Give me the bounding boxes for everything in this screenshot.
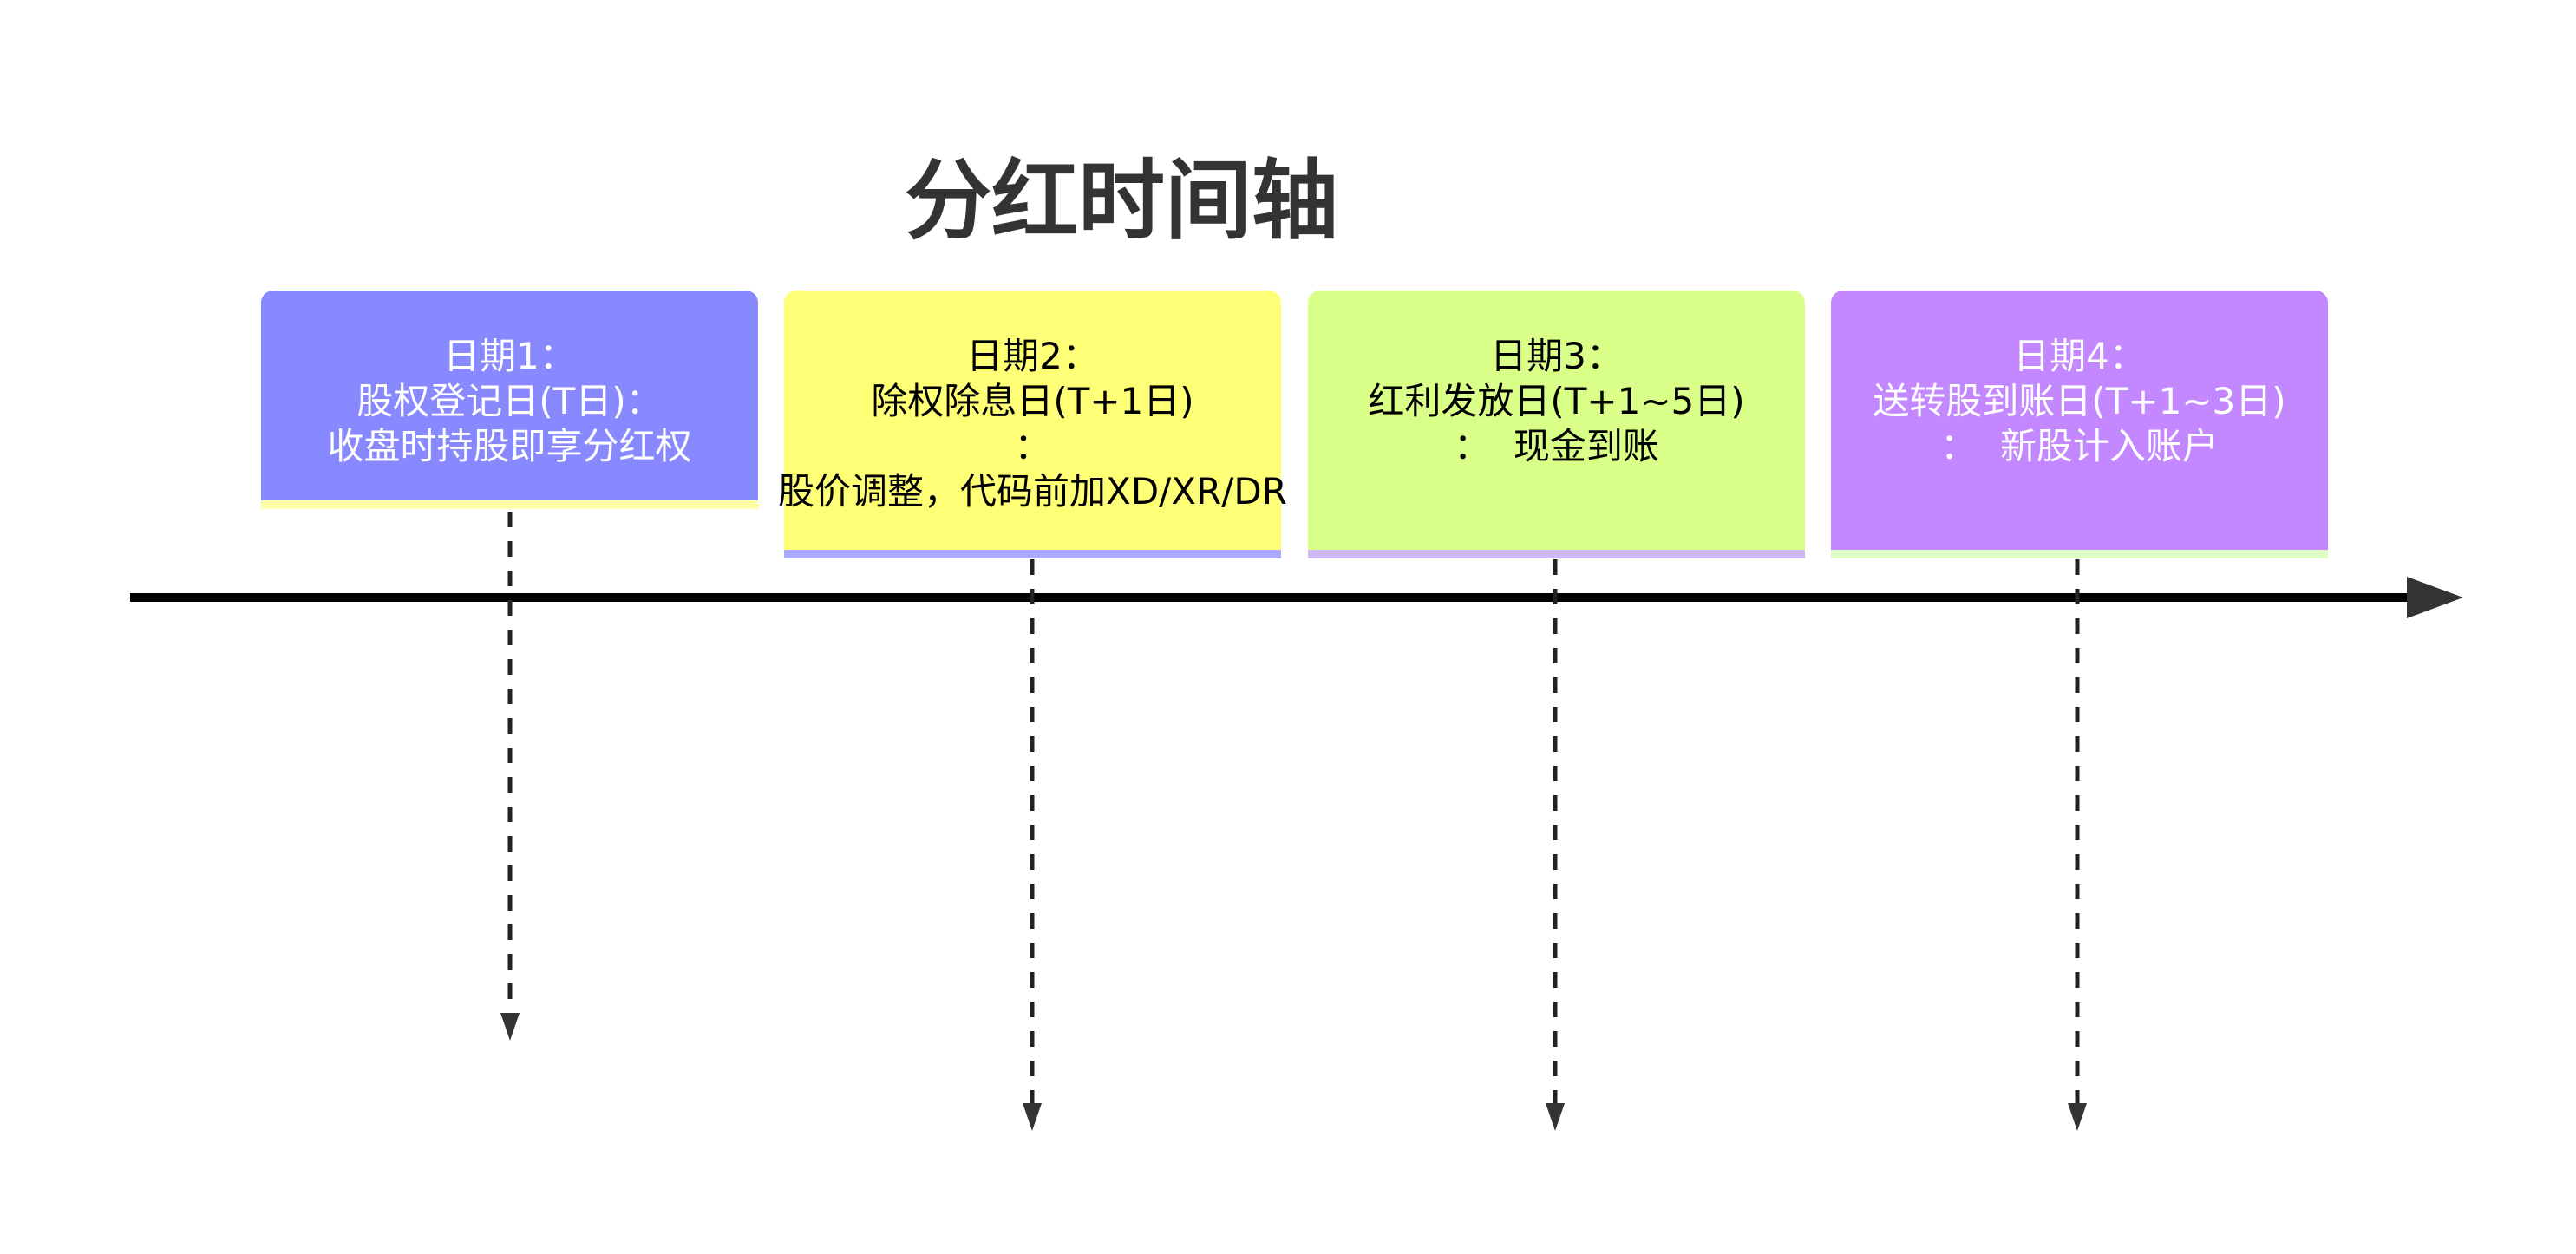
event-card-4-strip [1831,550,2328,558]
event-card-3: 日期3： 红利发放日(T+1~5日) ： 现金到账 [1308,291,1805,558]
event-card-1: 日期1： 股权登记日(T日)： 收盘时持股即享分红权 [261,291,758,509]
event-1-arrow-icon [500,1013,520,1041]
event-4-arrow-icon [2068,1103,2087,1131]
event-card-2: 日期2： 除权除息日(T+1日) ： 股价调整，代码前加XD/XR/DR [778,291,1287,558]
event-card-1-text: 日期1： 股权登记日(T日)： 收盘时持股即享分红权 [327,335,692,467]
page-title: 分红时间轴 [905,150,1338,251]
event-card-4: 日期4： 送转股到账日(T+1~3日) ： 新股计入账户 [1831,291,2328,558]
event-3-arrow-icon [1546,1103,1565,1131]
event-card-3-text: 日期3： 红利发放日(T+1~5日) ： 现金到账 [1368,335,1745,467]
event-card-2-text: 日期2： 除权除息日(T+1日) ： 股价调整，代码前加XD/XR/DR [778,335,1287,513]
event-card-4-text: 日期4： 送转股到账日(T+1~3日) ： 新股计入账户 [1873,335,2286,467]
event-card-3-strip [1308,550,1805,558]
event-card-1-strip [261,500,758,509]
event-card-2-strip [784,550,1281,558]
axis-arrowhead-icon [2407,577,2463,618]
event-2-arrow-icon [1023,1103,1042,1131]
